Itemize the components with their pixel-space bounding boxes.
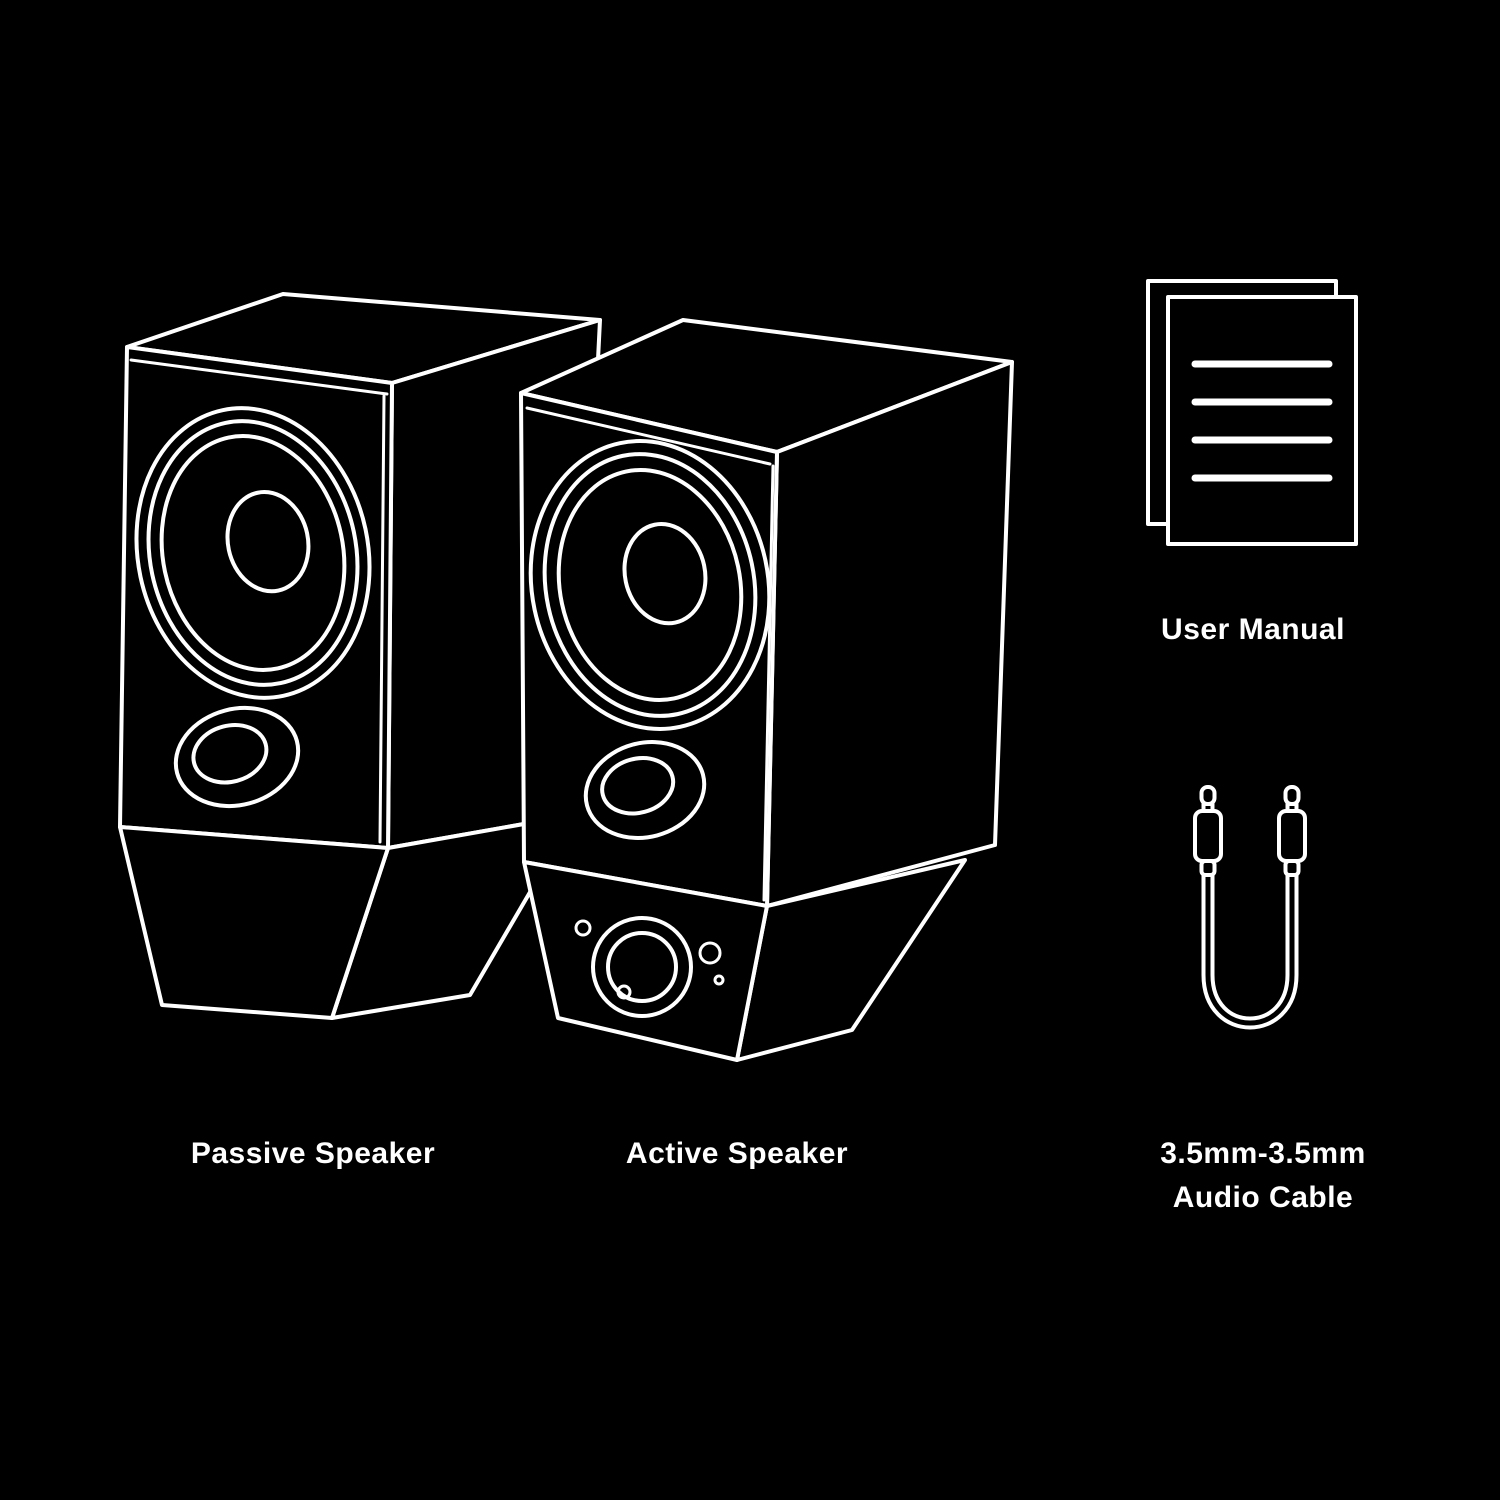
active-speaker-illustration: [519, 318, 1014, 1062]
active-speaker-label: Active Speaker: [625, 1137, 849, 1170]
audio-cable-label-line1: 3.5mm-3.5mm: [1160, 1137, 1366, 1170]
active-speaker-tweeter: [583, 740, 707, 840]
audio-cable-icon: [1193, 785, 1307, 1030]
audio-cable-label: 3.5mm-3.5mm Audio Cable: [1083, 1132, 1443, 1220]
cable-plug-left: [1193, 785, 1223, 877]
user-manual-icon: [1146, 279, 1358, 546]
audio-cable-label-line2: Audio Cable: [1172, 1181, 1354, 1214]
passive-speaker-label: Passive Speaker: [190, 1137, 436, 1170]
active-speaker-cabinet: [519, 318, 1014, 1062]
active-speaker-woofer: [528, 439, 772, 731]
passive-speaker-tweeter: [173, 705, 301, 809]
manual-text-lines: [1191, 360, 1333, 482]
cable-wire: [1201, 860, 1299, 1030]
user-manual-label: User Manual: [1161, 613, 1345, 646]
cable-plug-right: [1277, 785, 1307, 877]
passive-speaker-woofer: [134, 406, 372, 700]
active-speaker-volume-knob: [574, 916, 725, 1018]
